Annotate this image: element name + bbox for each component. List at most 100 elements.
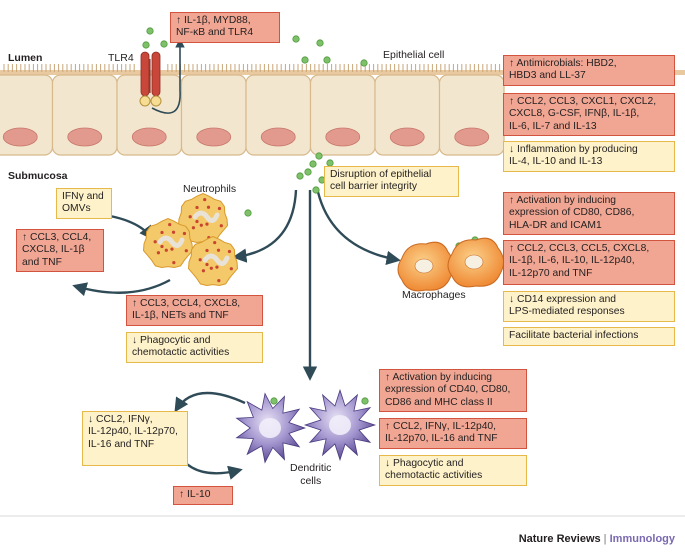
neutrophil bbox=[142, 218, 194, 269]
neutrophil-granule bbox=[160, 244, 164, 249]
journal-separator: | bbox=[600, 533, 610, 545]
bacterium-dot bbox=[292, 35, 300, 43]
arrow-ifng-to-neutrophils bbox=[109, 214, 154, 241]
bacterium-dot bbox=[361, 397, 369, 405]
neutrophil-granule bbox=[217, 206, 222, 211]
neutrophil-granule bbox=[195, 205, 199, 210]
neutrophil-nucleus bbox=[157, 235, 185, 248]
neutrophil-granule bbox=[216, 248, 221, 252]
neutrophil-granule bbox=[170, 247, 174, 251]
macrophage-cytokines-box: ↑ CCL2, CCL3, CCL5, CXCL8, IL-1β, IL-6, … bbox=[503, 240, 675, 285]
neutrophil-granule bbox=[184, 249, 188, 253]
dc-down-text: ↓ Phagocytic and chemotactic activities bbox=[385, 458, 483, 482]
dc-left-text: ↓ CCL2, IFNγ, IL-12p40, IL-12p70, IL-16 … bbox=[88, 414, 178, 450]
arrow-dc-output-left bbox=[174, 391, 246, 413]
cell-nucleus bbox=[2, 127, 38, 147]
ifng-omvs-text: IFNγ and OMVs bbox=[62, 191, 104, 215]
journal-section: Immunology bbox=[609, 533, 675, 545]
arrow-to-neutrophils bbox=[232, 189, 298, 263]
bacteria-dots bbox=[142, 27, 479, 405]
bacterium-dot bbox=[315, 152, 323, 160]
dc-activation-text: ↑ Activation by inducing expression of C… bbox=[385, 372, 511, 408]
dc-cytokines-box: ↑ CCL2, IFNγ, IL-12p40, IL-12p70, IL-16 … bbox=[379, 418, 527, 449]
arrow-to-macrophages bbox=[316, 191, 401, 266]
neutrophil-granule bbox=[203, 197, 207, 202]
neutrophil-granule bbox=[227, 249, 232, 254]
neutrophil-granule bbox=[168, 222, 172, 227]
neutrophil-granule bbox=[215, 265, 219, 269]
neutrophil-granule bbox=[209, 266, 213, 270]
neutrophil-granule bbox=[217, 279, 221, 283]
bacterium-dot bbox=[244, 209, 252, 217]
inflammation-reduction-box: ↓ Inflammation by producing IL-4, IL-10 … bbox=[503, 141, 675, 172]
macrophages-label: Macrophages bbox=[402, 289, 466, 301]
bacterium-dot bbox=[360, 59, 368, 67]
cell-nucleus bbox=[67, 127, 103, 147]
neutrophil-granule bbox=[191, 226, 196, 230]
neutrophil-down-text: ↓ Phagocytic and chemotactic activities bbox=[132, 335, 230, 359]
epithelial-cell-label: Epithelial cell bbox=[383, 49, 445, 61]
bacterium-dot bbox=[312, 186, 320, 194]
neutrophil-granule bbox=[205, 222, 209, 226]
antimicrobials-text: ↑ Antimicrobials: HBD2, HBD3 and LL-37 bbox=[509, 58, 617, 82]
dc-left-box: ↓ CCL2, IFNγ, IL-12p40, IL-12p70, IL-16 … bbox=[82, 411, 188, 466]
neutrophil-granule bbox=[160, 230, 164, 235]
lumen-label: Lumen bbox=[8, 52, 43, 64]
epithelial-layer bbox=[0, 64, 685, 156]
neutrophil-granule bbox=[164, 248, 168, 252]
neutrophil-granule bbox=[156, 251, 161, 255]
neutrophil-granule bbox=[205, 248, 209, 253]
neutrophil-granule bbox=[182, 231, 187, 236]
bacterium-dot bbox=[296, 172, 304, 180]
bacterium-dot bbox=[160, 40, 168, 48]
dendritic-cells-label: Dendritic cells bbox=[290, 462, 332, 487]
neutrophil-up-text: ↑ CCL3, CCL4, CXCL8, IL-1β, NETs and TNF bbox=[132, 298, 241, 322]
macrophage-cd14-box: ↓ CD14 expression and LPS-mediated respo… bbox=[503, 291, 675, 322]
neutrophil-granule bbox=[205, 262, 209, 267]
dc-il10-text: ↑ IL-10 bbox=[179, 489, 211, 500]
bacterium-dot bbox=[146, 27, 154, 35]
cell-nucleus bbox=[131, 127, 167, 147]
bacterium-dot bbox=[323, 56, 331, 64]
neutrophil-granule bbox=[199, 223, 203, 227]
dc-down-box: ↓ Phagocytic and chemotactic activities bbox=[379, 455, 527, 486]
neutrophil-granule bbox=[172, 261, 176, 265]
macrophage-infections-text: Facilitate bacterial infections bbox=[509, 330, 639, 341]
neutrophil-granule bbox=[219, 224, 223, 228]
macrophage-cytokines-text: ↑ CCL2, CCL3, CCL5, CXCL8, IL-1β, IL-6, … bbox=[509, 243, 650, 279]
bacterium-dot bbox=[270, 397, 278, 405]
neutrophil-granule bbox=[229, 267, 233, 271]
neutrophil-cells bbox=[142, 193, 239, 287]
cell-nucleus bbox=[196, 127, 232, 147]
neutrophil-nucleus bbox=[202, 253, 230, 266]
dc-cytokines-text: ↑ CCL2, IFNγ, IL-12p40, IL-12p70, IL-16 … bbox=[385, 421, 498, 445]
macrophage-cells bbox=[397, 237, 504, 292]
neutrophil-nucleus bbox=[192, 210, 220, 223]
neutrophil-down-box: ↓ Phagocytic and chemotactic activities bbox=[126, 332, 263, 363]
neutrophil-granule bbox=[188, 215, 192, 219]
cell-nucleus bbox=[325, 127, 361, 147]
neutrophil bbox=[187, 236, 239, 287]
bacterium-dot bbox=[142, 41, 150, 49]
macrophage-activation-box: ↑ Activation by inducing expression of C… bbox=[503, 192, 675, 235]
macrophage-cd14-text: ↓ CD14 expression and LPS-mediated respo… bbox=[509, 294, 625, 318]
submucosa-label: Submucosa bbox=[8, 170, 68, 182]
cell-nucleus bbox=[389, 127, 425, 147]
barrier-disruption-box: Disruption of epithelial cell barrier in… bbox=[324, 166, 459, 197]
neutrophil-granule bbox=[206, 205, 211, 209]
cell-nucleus bbox=[454, 127, 490, 147]
neutrophil-granule bbox=[213, 240, 217, 245]
dc-activation-box: ↑ Activation by inducing expression of C… bbox=[379, 369, 527, 412]
ifng-omvs-box: IFNγ and OMVs bbox=[56, 188, 112, 219]
inflammation-reduction-text: ↓ Inflammation by producing IL-4, IL-10 … bbox=[509, 144, 638, 168]
journal-name: Nature Reviews bbox=[518, 533, 601, 545]
bacterium-dot bbox=[301, 56, 309, 64]
arrow-neutrophil-output bbox=[72, 278, 171, 297]
macrophage-infections-box: Facilitate bacterial infections bbox=[503, 327, 675, 346]
cell-nucleus bbox=[260, 127, 296, 147]
epithelial-cytokines-box: ↑ CCL2, CCL3, CXCL1, CXCL2, CXCL8, G-CSF… bbox=[503, 93, 675, 136]
neutrophil-up-box: ↑ CCL3, CCL4, CXCL8, IL-1β, NETs and TNF bbox=[126, 295, 263, 326]
epithelial-cytokines-text: ↑ CCL2, CCL3, CXCL1, CXCL2, CXCL8, G-CSF… bbox=[509, 96, 657, 132]
journal-credit: Nature Reviews | Immunology bbox=[519, 533, 675, 545]
